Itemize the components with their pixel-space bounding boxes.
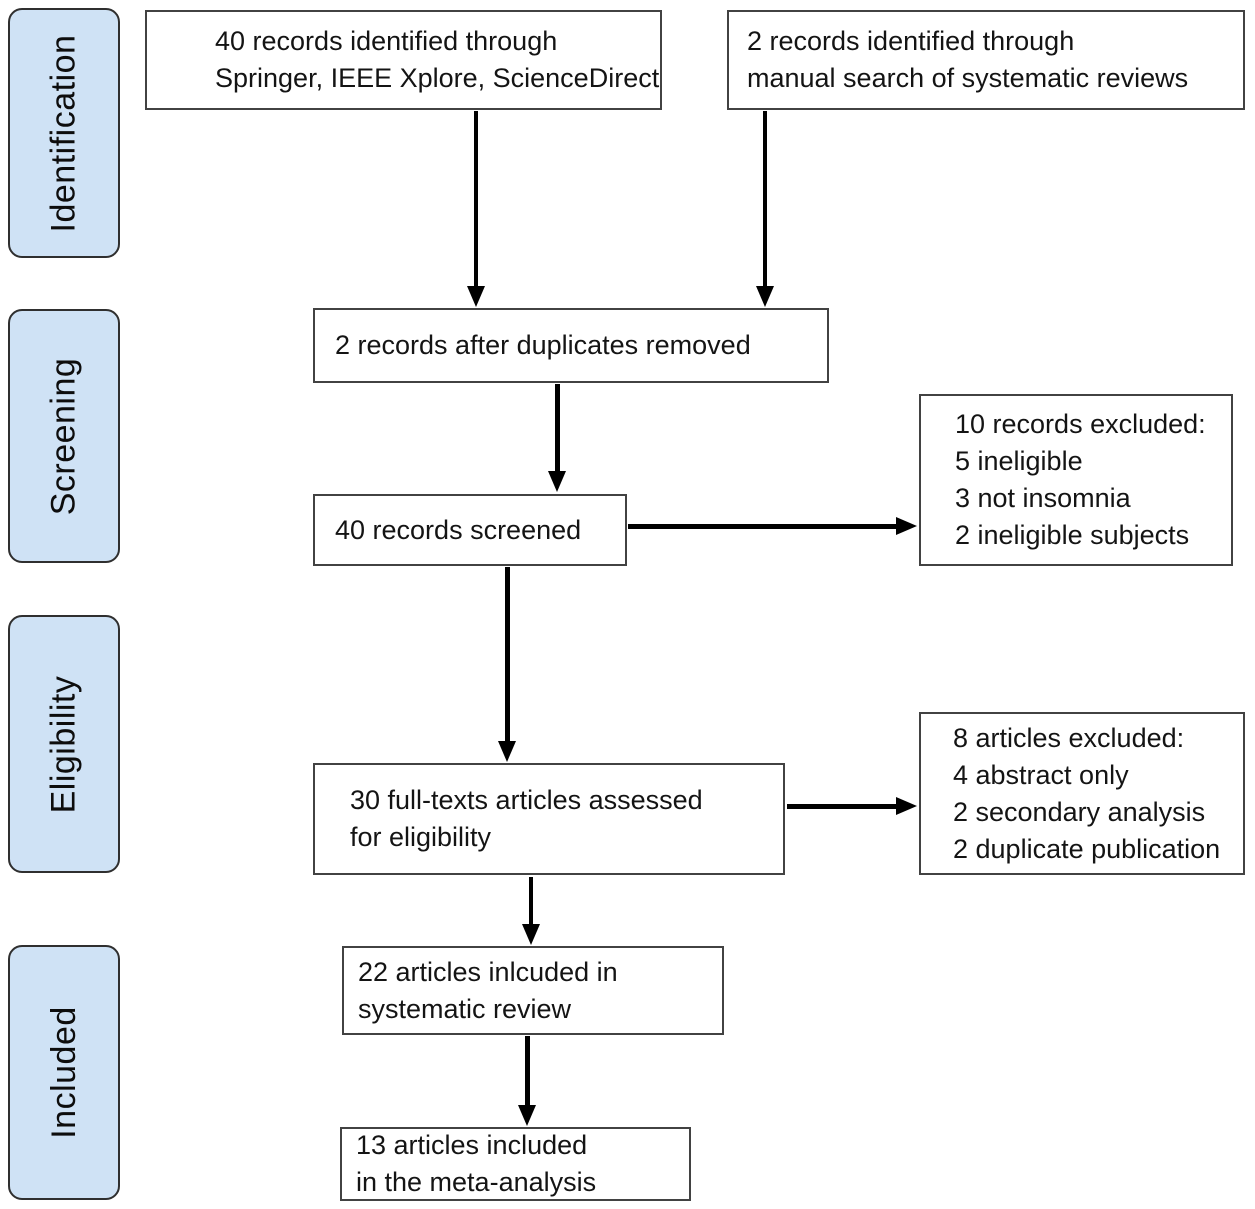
box-records-excluded: 10 records excluded: 5 ineligible 3 not … — [919, 394, 1233, 566]
stage-box-screening: Screening — [8, 309, 120, 563]
arrow-line-fulltext-to-systematic — [529, 877, 533, 925]
box-records-identified-databases: 40 records identified through Springer, … — [145, 10, 662, 110]
box-records-excluded-line-2: 5 ineligible — [955, 446, 1083, 476]
arrow-head-manual-to-duplicates — [756, 286, 774, 307]
box-articles-excluded-line-1: 8 articles excluded: — [953, 722, 1185, 753]
box-records-identified-manual-line-1: 2 records identified through — [747, 26, 1075, 56]
box-records-identified-databases-line-1: 40 records identified through — [215, 26, 558, 56]
arrow-line-fulltext-to-excluded — [787, 804, 897, 809]
box-included-systematic-review-line-2: systematic review — [358, 993, 572, 1024]
box-included-meta-analysis: 13 articles included in the meta-analysi… — [340, 1127, 691, 1201]
box-records-excluded-line-4: 2 ineligible subjects — [955, 520, 1190, 550]
box-after-duplicates-removed-line-1: 2 records after duplicates removed — [335, 330, 751, 360]
arrow-line-duplicates-to-screened — [555, 384, 560, 472]
arrow-line-screened-to-excluded — [628, 524, 898, 529]
arrow-line-screened-to-fulltext — [505, 567, 510, 742]
box-after-duplicates-removed: 2 records after duplicates removed — [313, 308, 829, 383]
box-records-identified-manual: 2 records identified through manual sear… — [727, 10, 1245, 110]
box-included-systematic-review-line-1: 22 articles inlcuded in — [358, 956, 618, 987]
box-records-excluded-line-1: 10 records excluded: — [955, 409, 1206, 439]
box-included-systematic-review: 22 articles inlcuded in systematic revie… — [342, 946, 724, 1035]
box-records-screened-line-1: 40 records screened — [335, 514, 582, 545]
arrow-line-systematic-to-meta — [525, 1036, 530, 1106]
stage-label-included: Included — [44, 1006, 83, 1139]
box-included-meta-analysis-line-2: in the meta-analysis — [356, 1167, 597, 1197]
box-fulltext-assessed: 30 full-texts articles assessed for elig… — [313, 763, 785, 875]
box-records-excluded-line-3: 3 not insomnia — [955, 483, 1131, 513]
box-articles-excluded-line-4: 2 duplicate publication — [953, 833, 1221, 864]
arrow-head-fulltext-to-excluded — [896, 797, 917, 815]
arrow-head-screened-to-excluded — [896, 517, 917, 535]
box-fulltext-assessed-line-2: for eligibility — [350, 822, 492, 852]
box-records-identified-databases-line-2: Springer, IEEE Xplore, ScienceDirect — [215, 63, 660, 93]
stage-label-eligibility: Eligibility — [44, 675, 83, 813]
arrow-line-databases-to-duplicates — [474, 111, 478, 287]
arrow-head-systematic-to-meta — [518, 1105, 536, 1126]
arrow-head-duplicates-to-screened — [548, 471, 566, 492]
box-articles-excluded-line-2: 4 abstract only — [953, 759, 1129, 790]
arrow-head-databases-to-duplicates — [467, 286, 485, 307]
stage-box-included: Included — [8, 945, 120, 1200]
stage-label-screening: Screening — [44, 357, 83, 515]
box-articles-excluded: 8 articles excluded: 4 abstract only 2 s… — [919, 712, 1245, 875]
box-fulltext-assessed-line-1: 30 full-texts articles assessed — [350, 785, 703, 815]
box-records-screened: 40 records screened — [313, 494, 627, 566]
arrow-line-manual-to-duplicates — [763, 111, 767, 287]
stage-box-identification: Identification — [8, 8, 120, 258]
box-articles-excluded-line-3: 2 secondary analysis — [953, 796, 1206, 827]
stage-box-eligibility: Eligibility — [8, 615, 120, 873]
arrow-head-screened-to-fulltext — [498, 741, 516, 762]
stage-label-identification: Identification — [44, 34, 83, 232]
box-records-identified-manual-line-2: manual search of systematic reviews — [747, 63, 1189, 93]
box-included-meta-analysis-line-1: 13 articles included — [356, 1130, 588, 1160]
arrow-head-fulltext-to-systematic — [522, 924, 540, 945]
